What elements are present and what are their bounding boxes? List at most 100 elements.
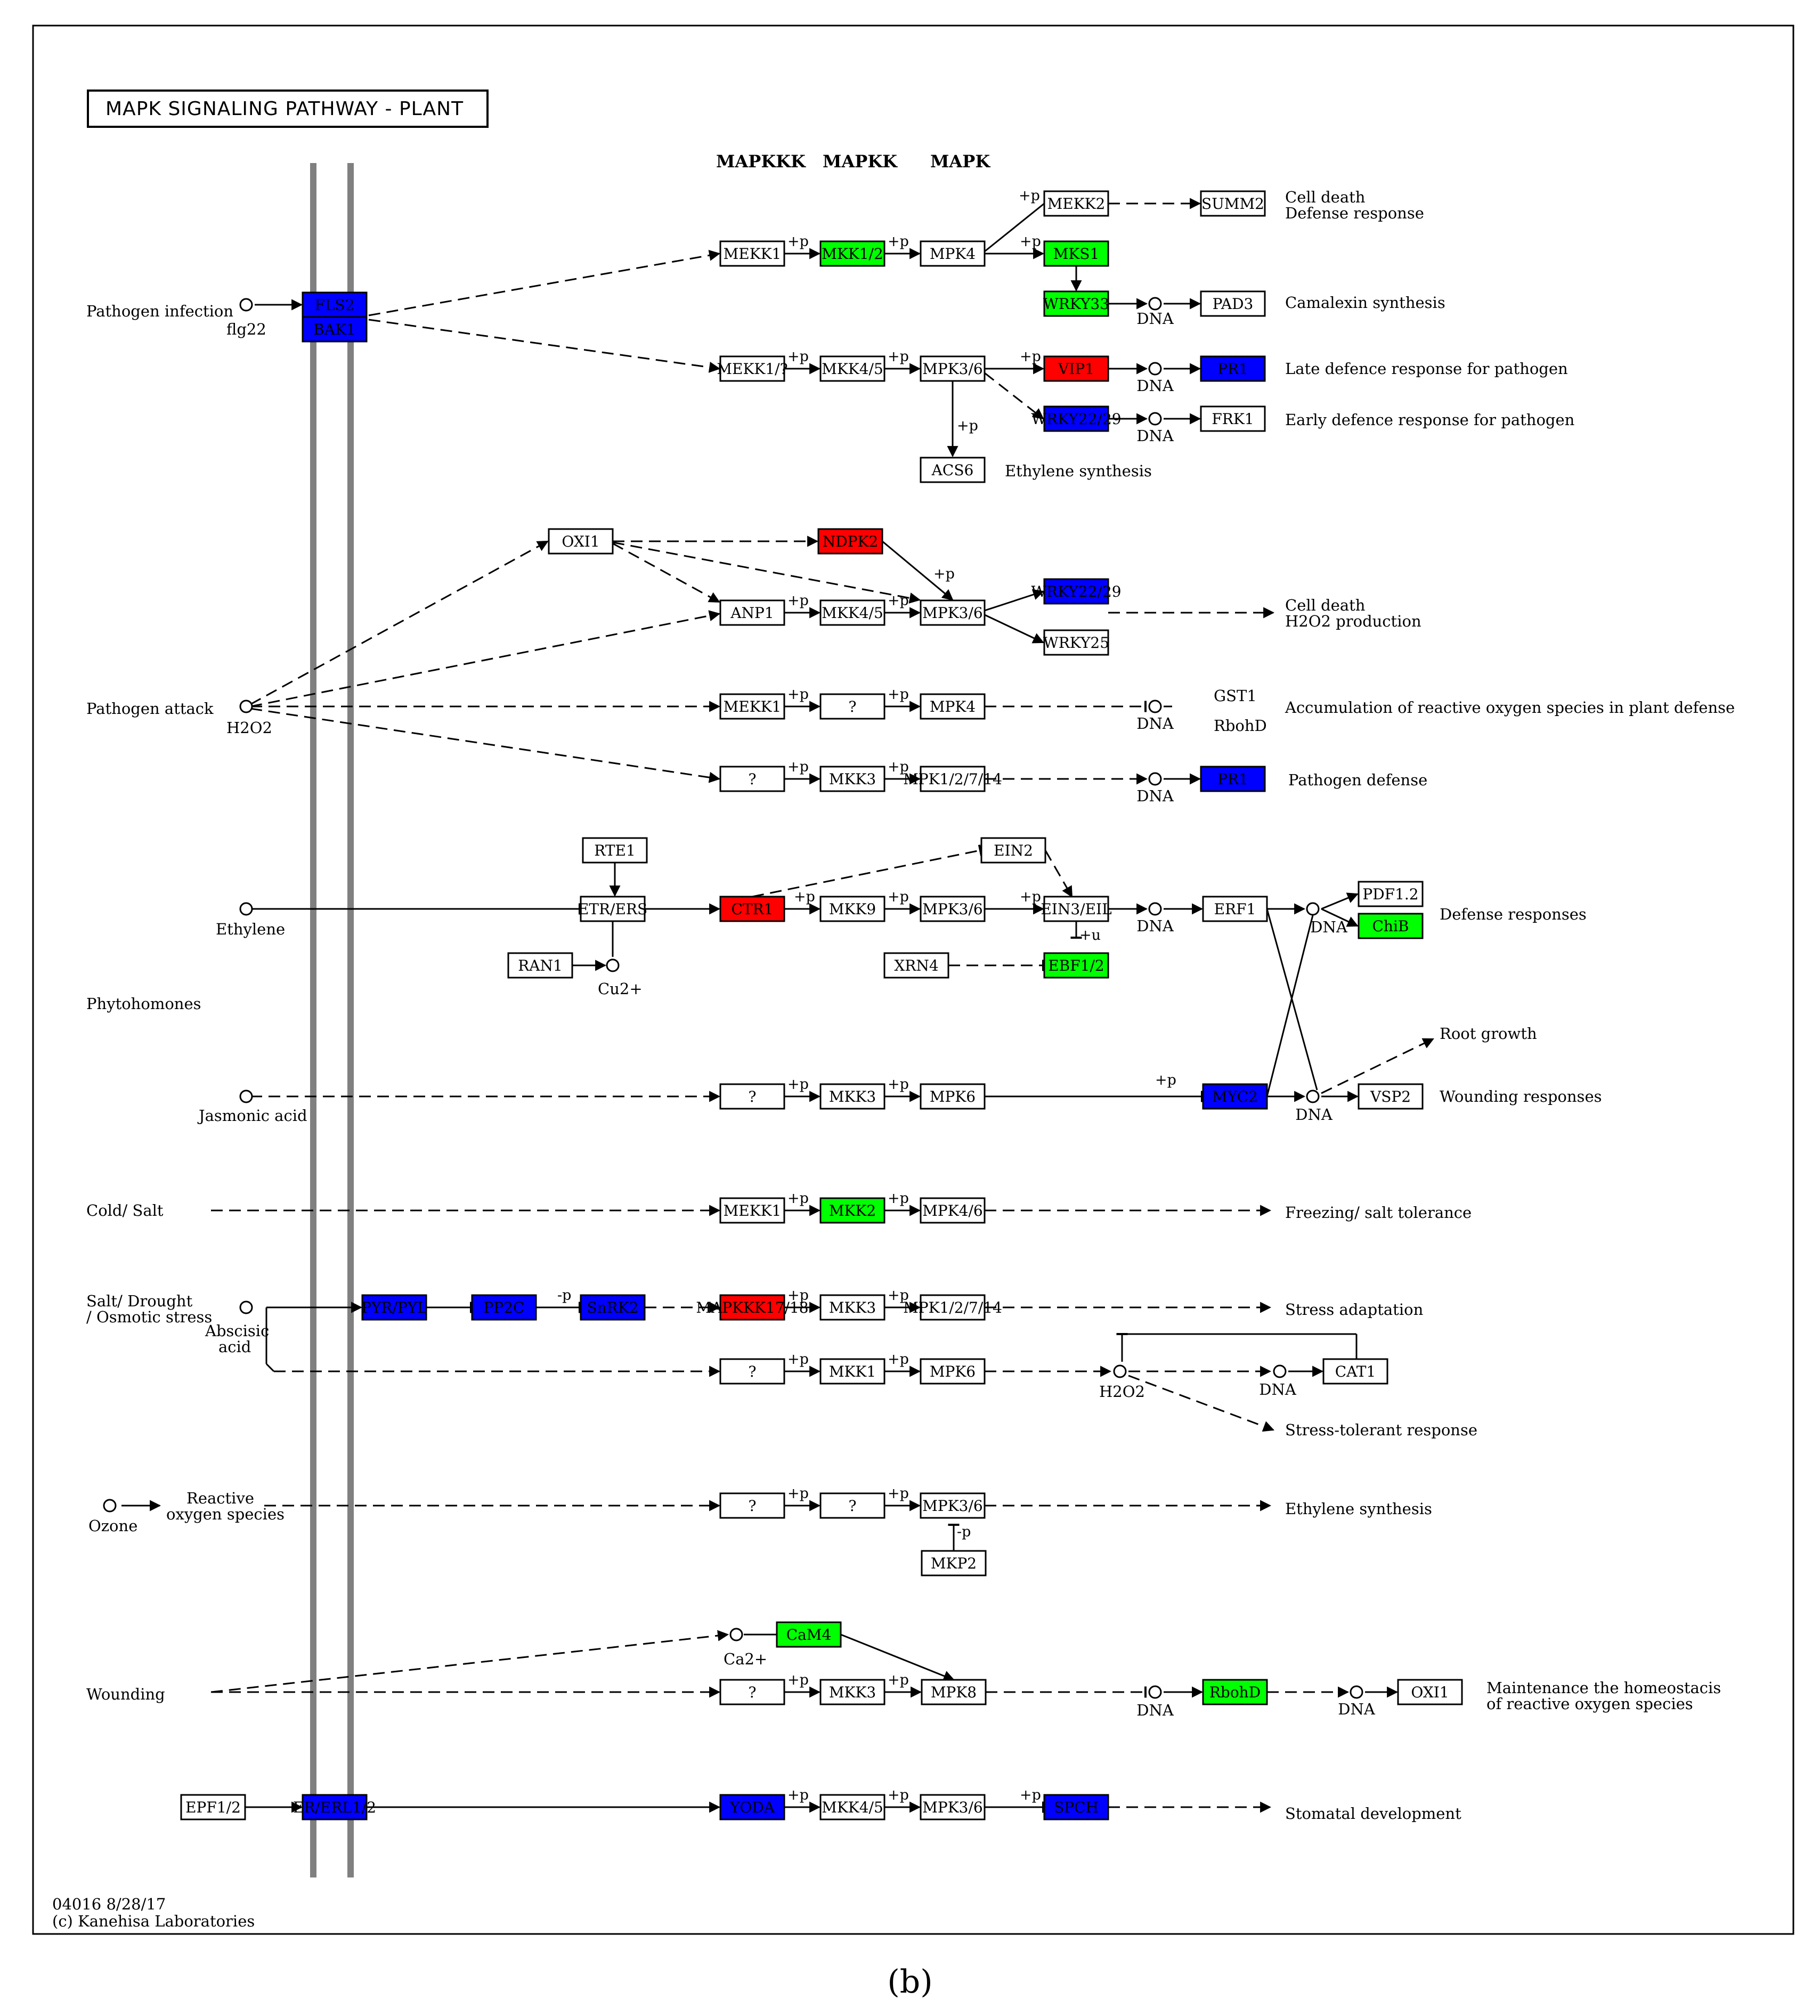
node-box [1043,290,1109,317]
node-mkk4-5: MKK4/5 [819,1794,885,1820]
node-label: MPK4/6 [922,1202,983,1220]
node-box [1043,578,1109,605]
header-mapkkk: MAPKKK [716,151,806,172]
modification-label: +u [1079,927,1101,944]
node-box [819,1679,885,1705]
edge [612,542,720,603]
node-label: PDF1.2 [1362,885,1418,903]
node-label: MAPKKK17/18 [696,1299,808,1316]
edge [1321,892,1359,910]
modification-label: +p [787,1190,809,1207]
node-box [920,1794,986,1820]
outcome-ros-accumulation: Accumulation of reactive oxygen species … [1285,698,1735,717]
compound-circle [1148,902,1162,916]
compound-circle [239,298,253,312]
modification-label: +p [888,889,909,905]
outcome-pathogen-defense: Pathogen defense [1288,771,1427,789]
compound-circle [1113,1364,1127,1378]
node-mks1: MKS1 [1043,240,1109,267]
node-box [1200,290,1266,317]
edge [752,844,983,898]
modification-label: -p [557,1287,571,1304]
modification-label: +p [787,233,809,250]
node-box [920,457,986,483]
outcome-defense-responses: Defense responses [1440,905,1587,923]
edge [250,708,721,783]
node-box [819,240,885,267]
node-mkk3: MKK3 [819,1083,885,1110]
modification-label: +p [787,686,809,703]
node-box [819,693,885,720]
label-ozone: Ozone [88,1517,137,1535]
node-label: MPK3/6 [922,900,983,918]
node-mpk4: MPK4 [920,240,986,267]
node-vsp2: VSP2 [1358,1083,1424,1110]
node-label: WRKY22/29 [1031,583,1121,600]
node-mpk1-2-7-14: MPK1/2/7/14 [903,766,1002,792]
node-label: WRKY33 [1043,295,1109,313]
node-box [1043,355,1109,382]
node-label: MEKK2 [1047,195,1106,213]
node-box [719,766,785,792]
node-label: FLS2 [314,296,354,314]
node-label: MYC2 [1212,1088,1258,1105]
modification-label: -p [957,1524,971,1540]
node-box [1358,913,1424,939]
node-xrn4: XRN4 [883,952,949,979]
edge [882,540,954,601]
modification-label: +p [787,592,809,609]
node-box [1200,766,1266,792]
compound-circle [1148,412,1162,426]
modification-label: +p [888,1485,909,1502]
node-mkk9: MKK9 [819,896,885,922]
edge [1128,1375,1274,1432]
node-label: MKK4/5 [822,604,883,622]
node-box [819,599,885,626]
modification-label: +p [1155,1072,1176,1088]
compound-circle [1148,362,1162,376]
node-oxi1: OXI1 [548,528,614,555]
node-label: VSP2 [1370,1088,1411,1105]
node-chib: ChiB [1358,913,1424,939]
label-osmotic-stress: / Osmotic stress [86,1308,212,1326]
node-box [920,1083,986,1110]
node-box [719,1197,785,1224]
compound-circle [103,1499,117,1513]
node-box [719,240,785,267]
node-box [1322,1358,1388,1385]
node-vip1: VIP1 [1043,355,1109,382]
outcome-wounding-responses: Wounding responses [1440,1087,1602,1105]
node-box [302,316,368,343]
node-label: MPK4 [930,698,976,716]
dna-label: DNA [1295,1105,1333,1124]
label-oxygen-species: oxygen species [166,1505,285,1523]
node-label: MKK1/2 [822,245,883,263]
node-label: ACS6 [931,461,974,479]
node-label: EPF1/2 [185,1799,241,1816]
node-box [920,1492,986,1519]
node-box [1200,190,1266,217]
modification-label: +p [888,1076,909,1093]
node-label: MPK4 [930,245,976,263]
node-etr-ers: ETR/ERS [578,896,647,922]
compound-circle [1350,1685,1363,1699]
outcome-labels: Cell death Defense response Camalexin sy… [1005,188,1735,1823]
edge [1321,1038,1434,1094]
node-label: MKS1 [1053,245,1100,263]
node-label: MEKK1 [724,245,782,263]
node-myc2: MYC2 [1202,1083,1268,1110]
edge [210,1630,729,1693]
node-label: ChiB [1372,917,1409,935]
compound-circle [1148,297,1162,311]
node-mpk3-6: MPK3/6 [920,1794,986,1820]
node-label: OXI1 [562,533,599,550]
node-box [302,1794,368,1820]
node-mekk1: MEKK1 [719,240,785,267]
node-box [1200,405,1266,432]
edge [984,589,1044,612]
modification-label: +p [888,1190,909,1207]
node-box [1358,881,1424,907]
node-snrk2: SnRK2 [580,1294,646,1321]
